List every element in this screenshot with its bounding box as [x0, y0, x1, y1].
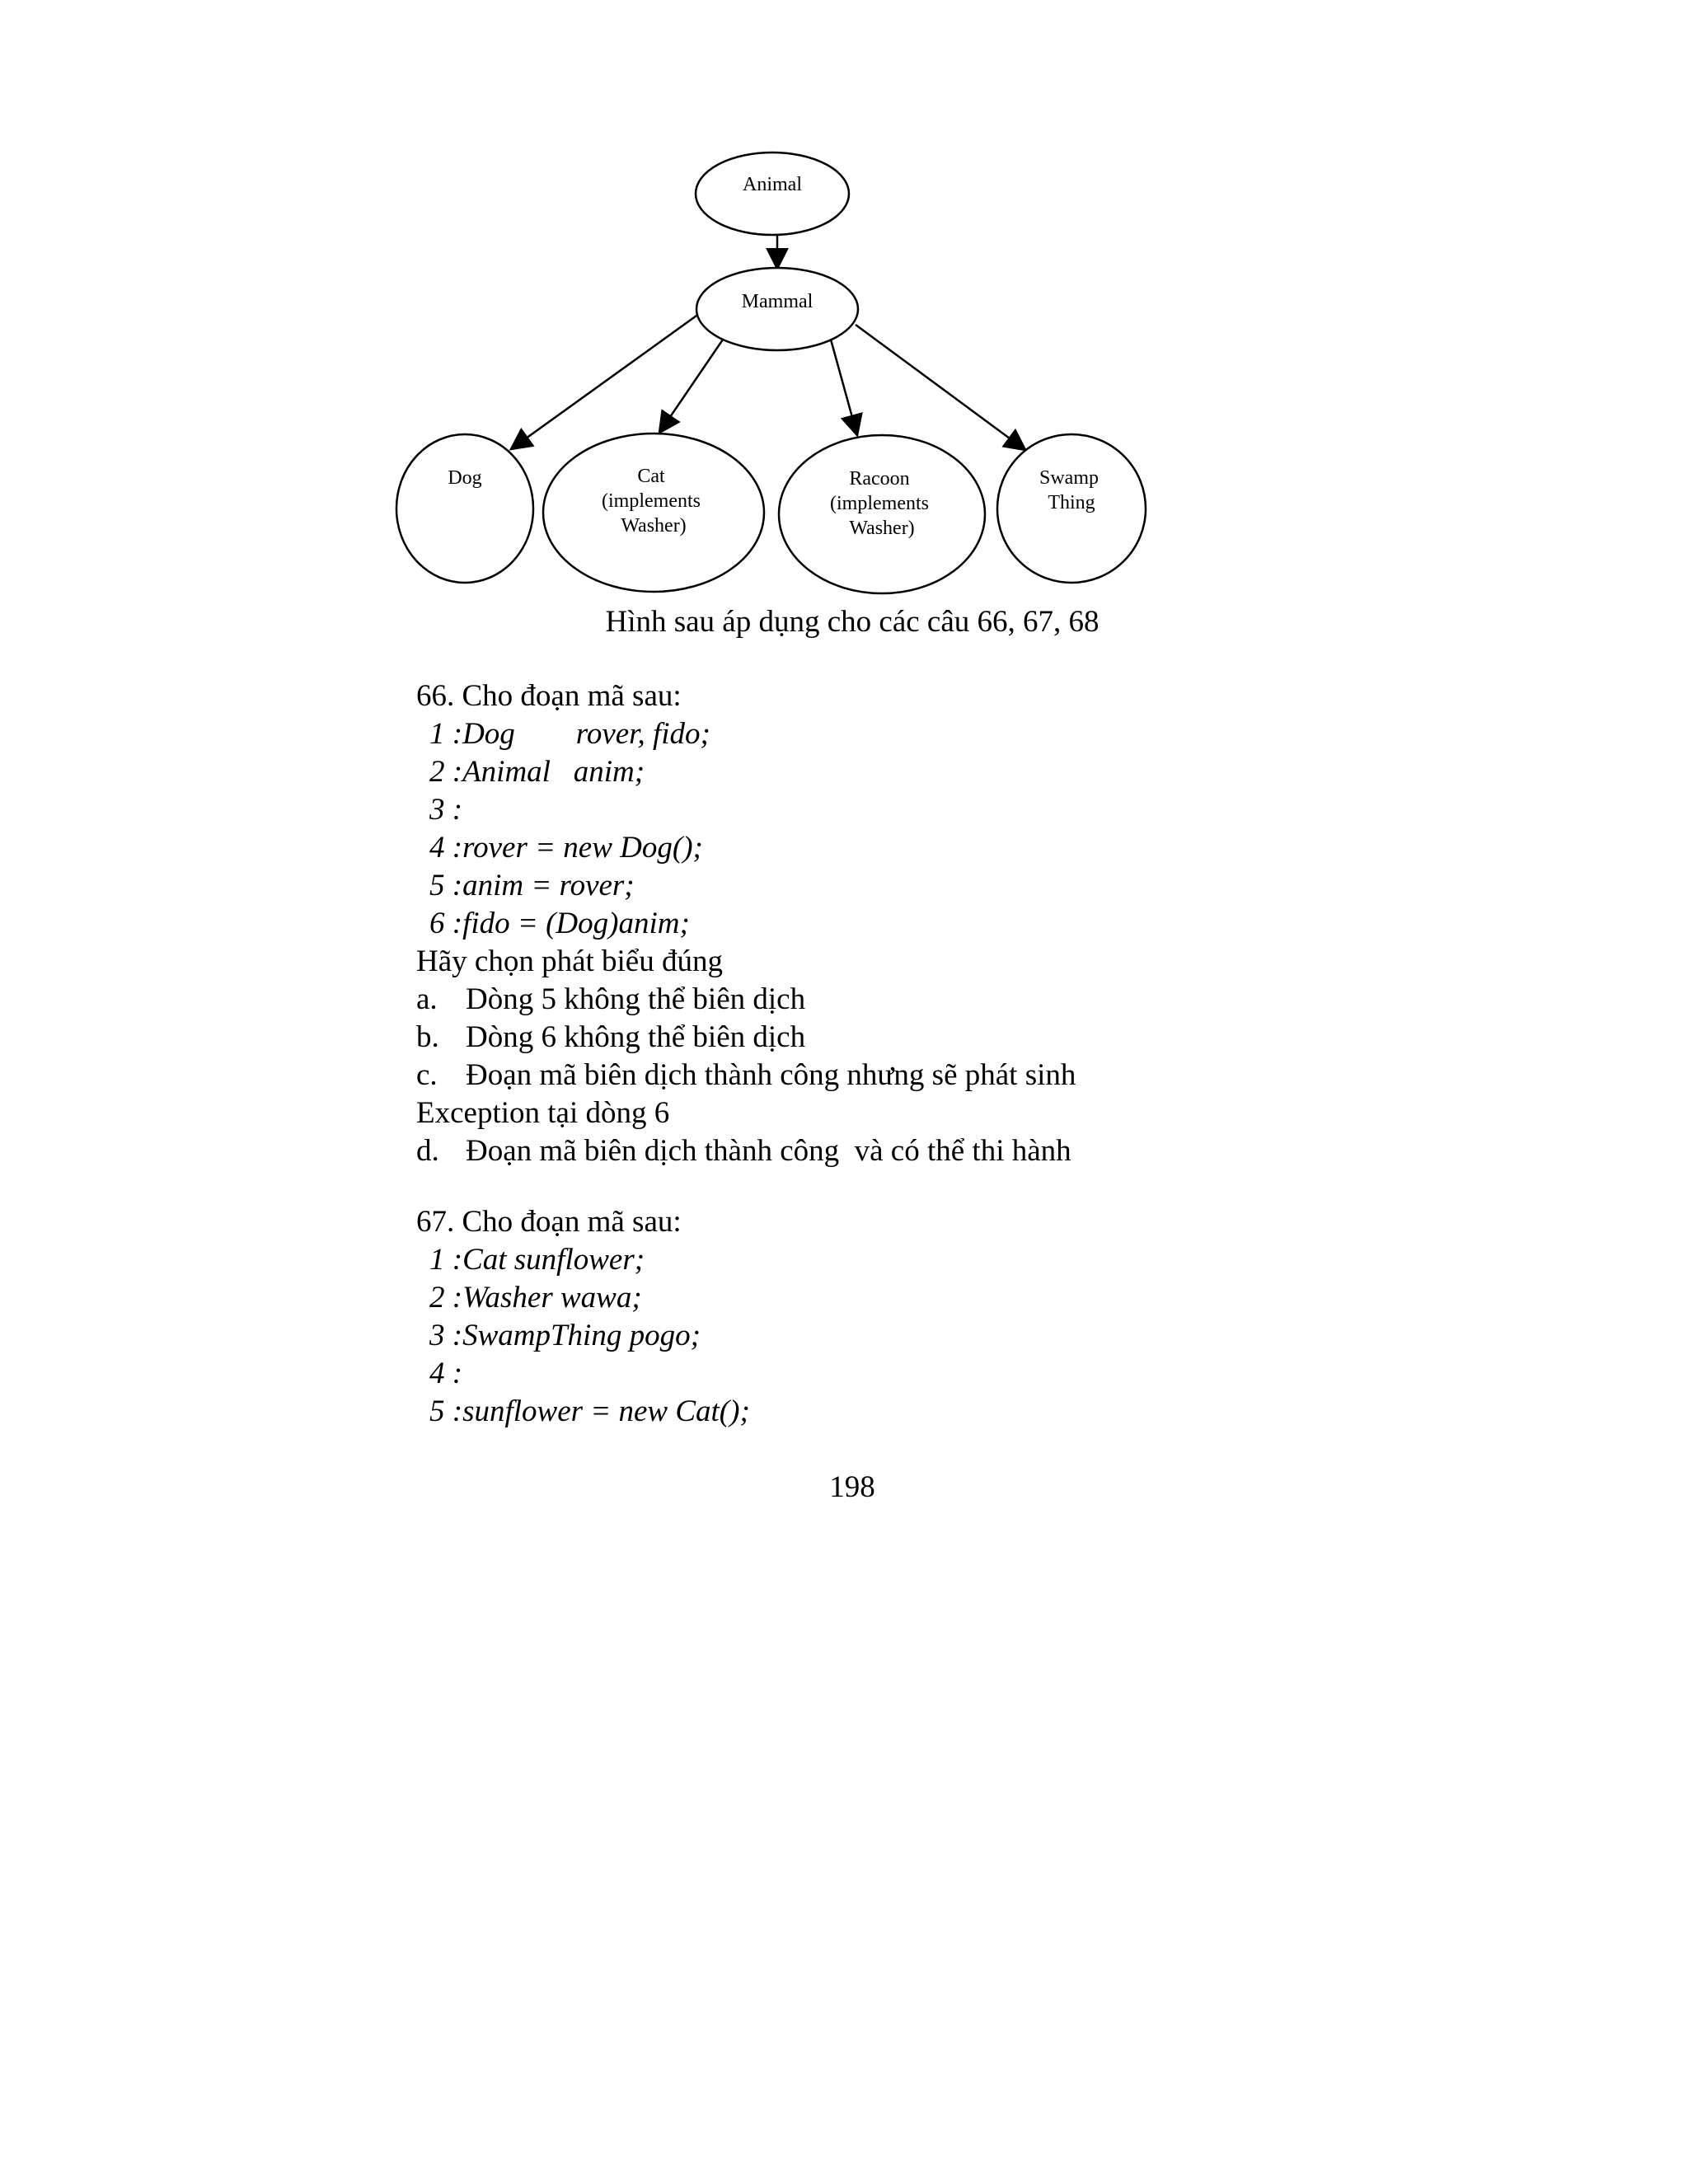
node-racoon: Racoon (implements Washer) [777, 434, 987, 595]
code-line: 1 :Cat sunflower; [429, 1243, 645, 1277]
svg-text:Swamp Thing: Swamp Thing [1039, 467, 1104, 513]
figure-caption: Hình sau áp dụng cho các câu 66, 67, 68 [605, 605, 1100, 639]
node-label-line: Washer) [849, 518, 914, 539]
question-66-prompt: Hãy chọn phát biểu đúng [416, 944, 723, 978]
answer-option-b: b. Dòng 6 không thể biên dịch [416, 1019, 1257, 1057]
node-label-line: Thing [1048, 492, 1095, 513]
node-label-line: Cat [637, 466, 665, 487]
node-label-line: Dog [448, 467, 481, 489]
code-line: 3 : [429, 793, 463, 827]
option-letter: c. [416, 1058, 438, 1092]
code-line: 4 :rover = new Dog(); [429, 831, 703, 865]
node-label-line: Swamp [1039, 467, 1099, 489]
svg-text:Animal: Animal [743, 174, 802, 195]
question-67-heading: 67. Cho đoạn mã sau: [416, 1205, 682, 1239]
answer-option-c-continuation: Exception tại dòng 6 [416, 1096, 670, 1130]
page-number: 198 [829, 1470, 875, 1504]
answer-option-a: a. Dòng 5 không thể biên dịch [416, 981, 1257, 1019]
node-label-line: Animal [743, 174, 802, 195]
edge-mammal-swamp [855, 323, 1028, 452]
edge-mammal-cat [658, 339, 724, 435]
code-line: 5 :sunflower = new Cat(); [429, 1394, 750, 1428]
option-letter: a. [416, 982, 438, 1016]
svg-text:Dog: Dog [448, 467, 481, 489]
class-hierarchy-diagram: Animal Mammal Dog Cat (implements Washer… [395, 151, 1147, 595]
answer-option-c: c. Đoạn mã biên dịch thành công nhưng sẽ… [416, 1057, 1257, 1094]
edge-mammal-racoon [829, 339, 863, 438]
node-label-line: Mammal [742, 291, 814, 312]
code-line: 1 :Dog rover, fido; [429, 717, 710, 751]
spacer [416, 1170, 1257, 1203]
question-content: 66. Cho đoạn mã sau: 1 :Dog rover, fido;… [416, 677, 1257, 1431]
svg-text:Racoon (implements: Racoon (implements Washer) [830, 468, 934, 539]
option-letter: b. [416, 1020, 439, 1054]
code-line: 4 : [429, 1357, 463, 1390]
answer-option-d: d. Đoạn mã biên dịch thành công và có th… [416, 1132, 1257, 1170]
code-line: 3 :SwampThing pogo; [429, 1319, 701, 1352]
option-text: Đoạn mã biên dịch thành công và có thể t… [466, 1134, 1071, 1168]
svg-text:Mammal: Mammal [742, 291, 814, 312]
option-text: Đoạn mã biên dịch thành công nhưng sẽ ph… [466, 1058, 1076, 1092]
code-line: 2 :Animal anim; [429, 755, 645, 789]
option-text: Dòng 6 không thể biên dịch [466, 1020, 806, 1054]
svg-text:Cat (implements Wa: Cat (implements Washer) [602, 466, 706, 537]
node-label-line: (implements [830, 493, 929, 514]
code-line: 6 :fido = (Dog)anim; [429, 907, 690, 940]
node-cat: Cat (implements Washer) [542, 432, 766, 593]
code-line: 2 :Washer wawa; [429, 1281, 642, 1315]
question-66-heading: 66. Cho đoạn mã sau: [416, 679, 682, 713]
option-text: Dòng 5 không thể biên dịch [466, 982, 806, 1016]
node-mammal: Mammal [695, 266, 860, 352]
code-line: 5 :anim = rover; [429, 869, 635, 902]
node-label-line: (implements [602, 490, 701, 512]
option-letter: d. [416, 1134, 439, 1168]
node-label-line: Washer) [621, 515, 686, 537]
node-swamp-thing: Swamp Thing [996, 433, 1147, 584]
node-label-line: Racoon [849, 468, 909, 490]
node-animal: Animal [694, 151, 851, 237]
node-dog: Dog [395, 433, 535, 584]
edge-mammal-dog [509, 310, 703, 451]
